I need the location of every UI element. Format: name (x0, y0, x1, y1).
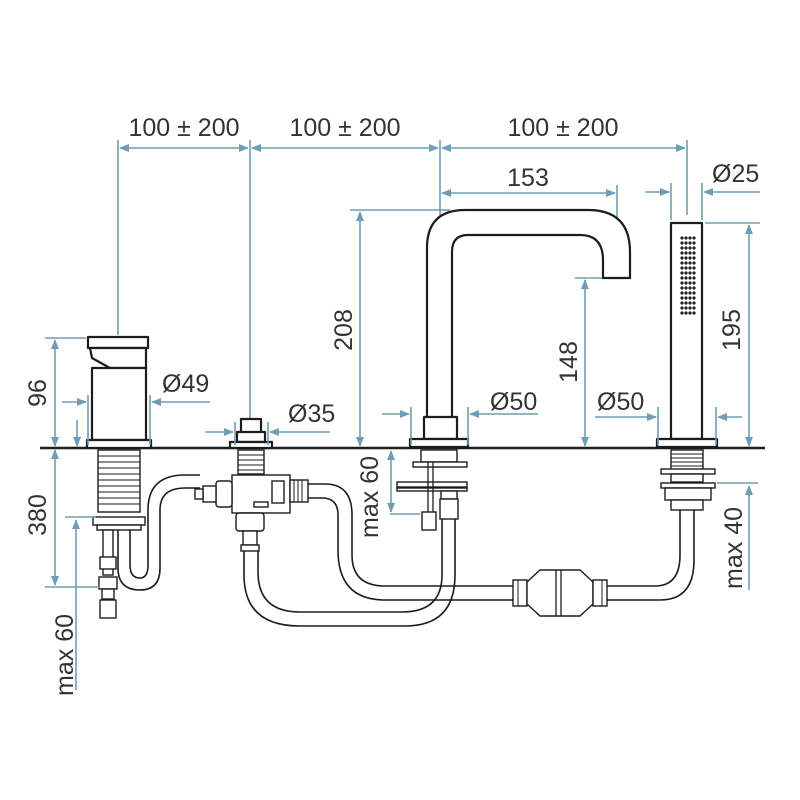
mixer-tail (102, 529, 114, 576)
diverter-bottom-nut (235, 512, 265, 532)
label-spout-base-diameter: Ø50 (490, 388, 537, 416)
mixer-lever-top (86, 335, 150, 350)
spout-collar (422, 415, 459, 441)
label-spacing-1: 100 ± 200 (128, 114, 239, 142)
mixer-nut (92, 516, 146, 526)
diverter-collar (235, 430, 267, 444)
shower-dimensions: Ø50 195 max 40 (595, 222, 760, 590)
spout-plate (396, 481, 468, 488)
spout-body (425, 208, 632, 420)
label-shower-max-deck: max 40 (720, 507, 748, 589)
label-spacing-3: 100 ± 200 (507, 114, 618, 142)
label-spacing-2: 100 ± 200 (289, 114, 400, 142)
spout-base (408, 437, 470, 449)
shower-diameter-dimension: Ø25 (645, 160, 760, 220)
shower-nut (664, 487, 712, 501)
diverter-valve (194, 417, 515, 627)
label-mixer-max-deck: max 60 (51, 614, 79, 696)
shower-spray-holes (680, 236, 696, 315)
bath-spout (396, 208, 632, 531)
label-spout-outlet-height: 148 (555, 341, 583, 383)
mixer-body (90, 366, 148, 442)
mixer-hose (117, 487, 200, 591)
spout-rod-end (421, 511, 437, 531)
spout-connector (439, 498, 459, 520)
label-diverter-diameter: Ø35 (288, 400, 335, 428)
shower-base (655, 437, 719, 449)
single-lever-mixer (85, 335, 200, 619)
counterweight-body (526, 569, 594, 617)
label-shower-height: 195 (718, 309, 746, 351)
label-mixer-height: 96 (24, 379, 52, 407)
label-shower-base-diameter: Ø50 (597, 388, 644, 416)
spacing-dimensions: 100 ± 200 100 ± 200 100 ± 200 (117, 114, 688, 425)
label-spout-reach: 153 (507, 164, 549, 192)
shower-washer (660, 468, 716, 475)
label-shower-diameter: Ø25 (712, 160, 759, 188)
diverter-outlet (289, 479, 309, 503)
label-mixer-diameter: Ø49 (162, 370, 209, 398)
diverter-inlet-nut (215, 480, 233, 508)
shower-thread (670, 449, 704, 471)
mixer-lever (88, 346, 148, 370)
label-spout-height: 208 (330, 309, 358, 351)
shower-handle (669, 221, 704, 441)
mixer-shank (97, 449, 141, 513)
spout-washer (412, 461, 468, 468)
diverter-dimensions: Ø35 (205, 400, 335, 445)
hand-shower (655, 221, 719, 511)
mixer-dimensions: 96 Ø49 380 max 60 (24, 337, 210, 696)
mixer-base (85, 438, 153, 450)
label-mixer-below-deck: 380 (24, 494, 52, 536)
mixer-connector (99, 599, 117, 619)
label-spout-max-deck: max 60 (356, 456, 384, 538)
hose-counterweight (512, 510, 695, 617)
spout-dimensions: 208 Ø50 148 max 60 (330, 209, 602, 538)
